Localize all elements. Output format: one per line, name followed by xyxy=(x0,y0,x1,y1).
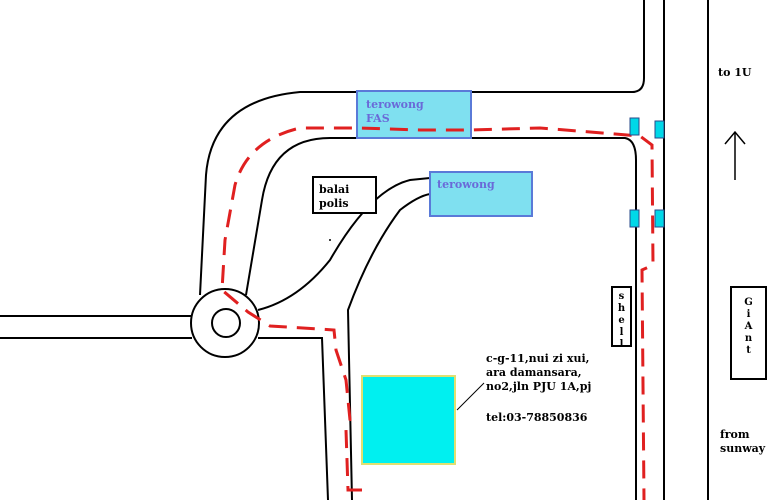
road-north-inner-edge xyxy=(245,137,357,296)
terowong-label: terowong xyxy=(437,178,495,191)
shell-letter-5: l xyxy=(619,339,624,350)
phone-label: tel:03-78850836 xyxy=(486,411,588,424)
to-1u-label: to 1U xyxy=(718,66,752,79)
traffic-signals xyxy=(629,117,665,228)
route-path xyxy=(220,126,655,500)
giant-letter-4: n xyxy=(744,333,753,344)
giant-letter-2: i xyxy=(746,309,751,320)
terowong-fas-line-1: terowong xyxy=(366,98,424,111)
address-pointer-line xyxy=(456,382,485,411)
balai-polis-box xyxy=(312,176,377,214)
road-marker-dot xyxy=(329,239,331,241)
traffic-signal-2 xyxy=(654,120,665,139)
road-network xyxy=(0,0,709,500)
road-top-lower-edge xyxy=(471,137,637,500)
balai-polis-line-1: balai xyxy=(319,183,350,196)
giant-letter-1: G xyxy=(744,297,753,308)
balai-polis-line-2: polis xyxy=(319,197,349,210)
from-sunway-line-1: from xyxy=(720,428,750,441)
terowong-fas-line-2: FAS xyxy=(366,112,390,125)
roundabout-outer xyxy=(190,288,260,358)
address-line-3: no2,jln PJU 1A,pj xyxy=(486,380,592,393)
shell-station-sign: s h e l l xyxy=(611,286,632,350)
giant-letter-3: A xyxy=(744,321,753,332)
address-line-1: c-g-11,nui zi xui, xyxy=(486,352,590,365)
arrow-north-icon xyxy=(724,130,746,180)
giant-letter-5: t xyxy=(746,345,751,356)
destination-building xyxy=(361,375,456,465)
road-north-outer-edge xyxy=(199,91,357,296)
traffic-signal-4 xyxy=(654,209,665,228)
balai-polis-label: balai polis xyxy=(319,183,349,211)
shell-letter-4: l xyxy=(619,327,624,338)
road-branch-inner-edge xyxy=(258,337,329,500)
road-top-edge xyxy=(471,0,645,93)
terowong-fas-label: terowong FAS xyxy=(366,98,424,126)
giant-store-sign: G i A n t xyxy=(730,286,767,380)
address-line-2: ara damansara, xyxy=(486,366,582,379)
shell-letter-3: e xyxy=(618,315,625,326)
address-label: c-g-11,nui zi xui, ara damansara, no2,jl… xyxy=(486,352,591,394)
traffic-signal-1 xyxy=(629,117,640,136)
roundabout-island xyxy=(211,308,241,338)
tunnel-box xyxy=(429,171,533,217)
shell-letter-1: s xyxy=(618,291,625,302)
from-sunway-line-2: sunway xyxy=(720,442,766,455)
shell-letter-2: h xyxy=(617,303,626,314)
road-branch-outer-edge xyxy=(257,177,431,311)
traffic-signal-3 xyxy=(629,209,640,228)
from-sunway-label: from sunway xyxy=(720,428,765,456)
road-branch-inner-edge-2 xyxy=(346,193,431,500)
